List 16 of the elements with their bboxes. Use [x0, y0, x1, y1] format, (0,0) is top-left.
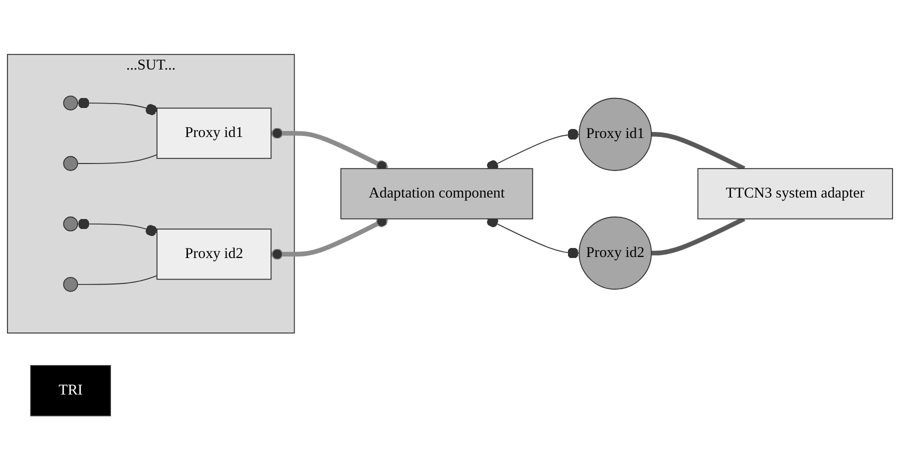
node-circle: Proxy id2 — [578, 216, 652, 290]
node-circle — [63, 95, 78, 110]
connector — [77, 154, 158, 164]
node-box: Adaptation component — [340, 168, 534, 220]
node-box: TTCN3 system adapter — [697, 168, 894, 220]
node-box: Proxy id1 — [156, 108, 272, 159]
connector — [77, 218, 158, 236]
connector — [77, 275, 158, 285]
node-box: Proxy id2 — [156, 228, 272, 280]
connector — [77, 97, 158, 116]
node-circle — [63, 156, 78, 171]
connector — [651, 216, 746, 256]
node-circle — [63, 216, 78, 232]
node-circle: Proxy id1 — [578, 98, 652, 171]
node-circle — [63, 276, 78, 292]
node-box: TRI — [30, 364, 111, 416]
